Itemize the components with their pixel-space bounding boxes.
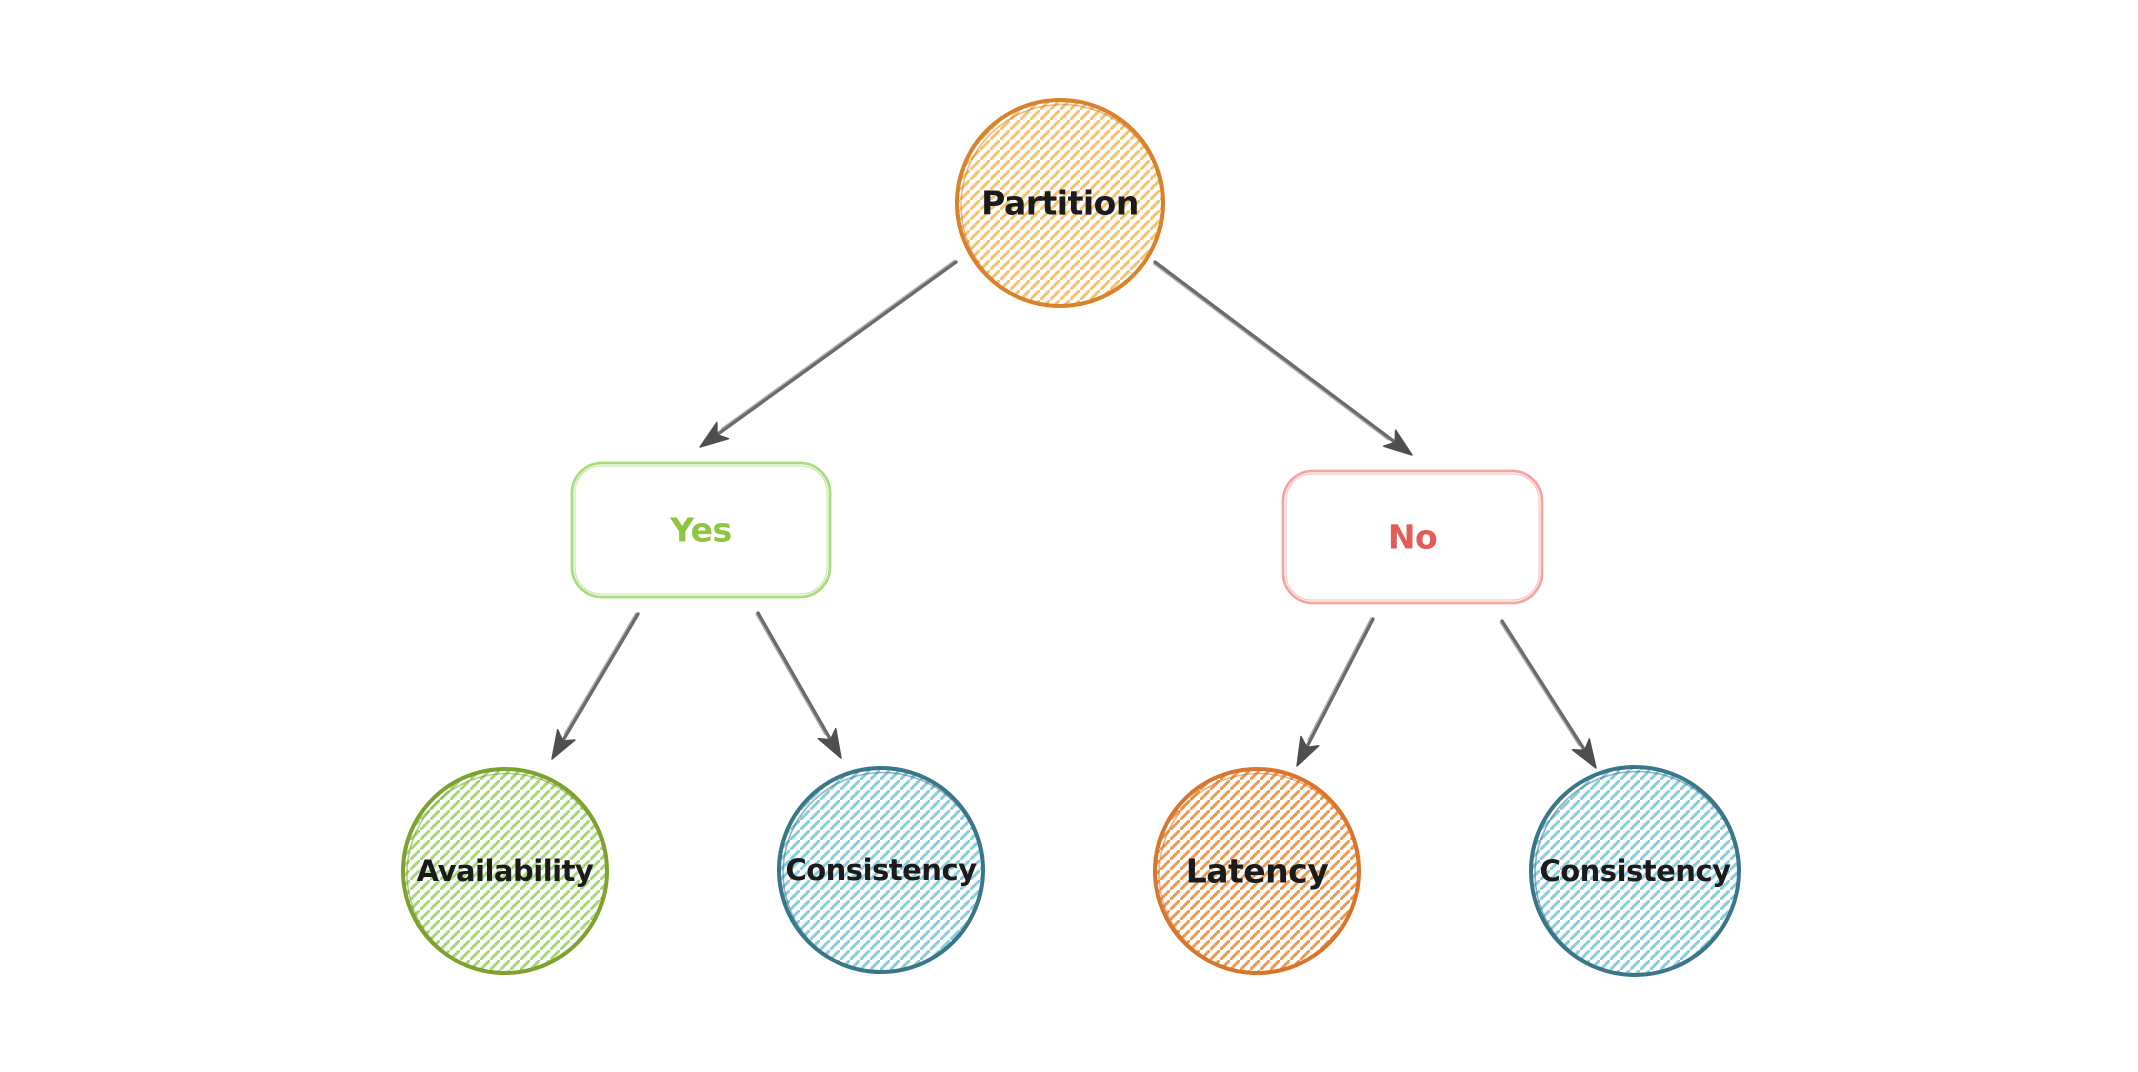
arrow-head-icon <box>1296 735 1320 767</box>
edge-shaft <box>756 611 833 743</box>
node-consistency-left[interactable]: Consistency <box>777 766 985 974</box>
arrow-head-icon <box>551 729 576 760</box>
edge-shaft <box>1500 619 1587 753</box>
arrow-head-icon <box>1382 429 1413 456</box>
arrow-head-icon <box>817 727 842 759</box>
node-label-consistency-left: Consistency <box>785 853 977 887</box>
edge-no-consistency[interactable] <box>1499 619 1597 769</box>
edge-shaft <box>1304 617 1375 750</box>
node-no[interactable]: No <box>1281 469 1544 605</box>
node-consistency-right[interactable]: Consistency <box>1529 765 1741 977</box>
node-shape-sketch <box>1285 473 1540 601</box>
node-shape-sketch <box>1534 770 1740 977</box>
node-availability[interactable]: Availability <box>401 767 609 975</box>
edge-shaft-sketch <box>720 259 956 430</box>
node-shape-sketch <box>574 465 828 595</box>
edge-shaft-sketch <box>1153 263 1389 441</box>
node-label-latency: Latency <box>1186 852 1329 891</box>
arrow-head-icon <box>1571 738 1597 769</box>
node-shape-sketch <box>782 771 984 974</box>
edges-layer <box>551 259 1597 769</box>
edge-yes-consistency[interactable] <box>755 611 842 759</box>
node-label-availability: Availability <box>417 854 594 888</box>
node-label-no: No <box>1388 518 1437 557</box>
edge-shaft-sketch <box>563 612 637 735</box>
node-label-partition: Partition <box>981 184 1139 223</box>
node-label-yes: Yes <box>669 511 731 550</box>
node-partition[interactable]: Partition <box>955 98 1165 308</box>
edge-partition-no[interactable] <box>1153 260 1413 456</box>
node-latency[interactable]: Latency <box>1153 767 1361 975</box>
edge-partition-yes[interactable] <box>699 259 958 448</box>
edge-shaft-sketch <box>1307 617 1372 741</box>
edge-shaft <box>714 260 958 437</box>
edge-shaft-sketch <box>1499 621 1580 747</box>
node-shape-rect <box>570 461 832 599</box>
node-shape-sketch <box>406 772 608 975</box>
edge-yes-availability[interactable] <box>551 612 640 760</box>
edge-no-latency[interactable] <box>1296 617 1375 767</box>
arrow-head-icon <box>699 421 730 448</box>
edge-shaft <box>1153 260 1398 445</box>
node-label-consistency-right: Consistency <box>1539 854 1731 888</box>
node-shape-sketch <box>960 103 1164 308</box>
edge-shaft <box>560 612 640 744</box>
edge-shaft-sketch <box>755 613 826 736</box>
node-shape-rect <box>1281 469 1544 605</box>
node-shape-sketch <box>1158 772 1360 975</box>
node-yes[interactable]: Yes <box>570 461 832 599</box>
